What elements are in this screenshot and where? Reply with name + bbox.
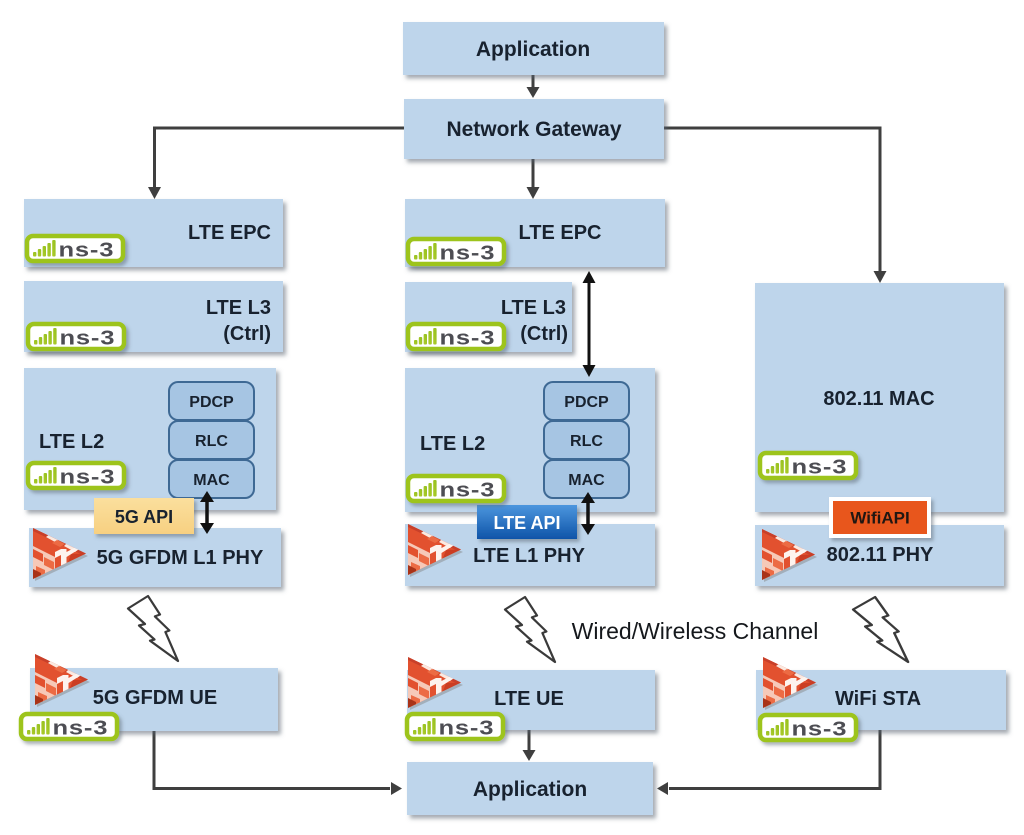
svg-text:802.11 PHY: 802.11 PHY — [827, 544, 934, 566]
svg-text:LTE L1 PHY: LTE L1 PHY — [473, 545, 586, 567]
svg-text:(Ctrl): (Ctrl) — [520, 323, 568, 345]
svg-text:RLC: RLC — [570, 433, 603, 450]
svg-text:5G GFDM L1 PHY: 5G GFDM L1 PHY — [97, 547, 264, 569]
svg-text:LTE L3: LTE L3 — [206, 297, 271, 319]
svg-text:Application: Application — [476, 38, 590, 61]
svg-text:LTE API: LTE API — [494, 513, 561, 533]
svg-text:5G API: 5G API — [115, 507, 173, 527]
svg-text:PDCP: PDCP — [564, 394, 609, 411]
svg-text:Network Gateway: Network Gateway — [446, 118, 621, 141]
svg-text:MAC: MAC — [568, 472, 605, 489]
svg-text:Wired/Wireless Channel: Wired/Wireless Channel — [572, 618, 819, 644]
svg-text:WiFi STA: WiFi STA — [835, 688, 921, 710]
svg-text:LTE L2: LTE L2 — [39, 431, 104, 453]
svg-text:LTE L3: LTE L3 — [501, 297, 566, 319]
svg-text:5G GFDM UE: 5G GFDM UE — [93, 687, 217, 709]
svg-text:(Ctrl): (Ctrl) — [223, 323, 271, 345]
svg-text:LTE EPC: LTE EPC — [188, 222, 271, 244]
svg-text:Application: Application — [473, 778, 587, 801]
svg-text:PDCP: PDCP — [189, 394, 234, 411]
svg-text:LTE L2: LTE L2 — [420, 433, 485, 455]
svg-text:LTE EPC: LTE EPC — [519, 222, 602, 244]
svg-text:LTE UE: LTE UE — [494, 688, 564, 710]
svg-text:802.11 MAC: 802.11 MAC — [823, 388, 934, 410]
svg-text:WifiAPI: WifiAPI — [850, 509, 909, 528]
svg-text:RLC: RLC — [195, 433, 228, 450]
svg-text:MAC: MAC — [193, 472, 230, 489]
